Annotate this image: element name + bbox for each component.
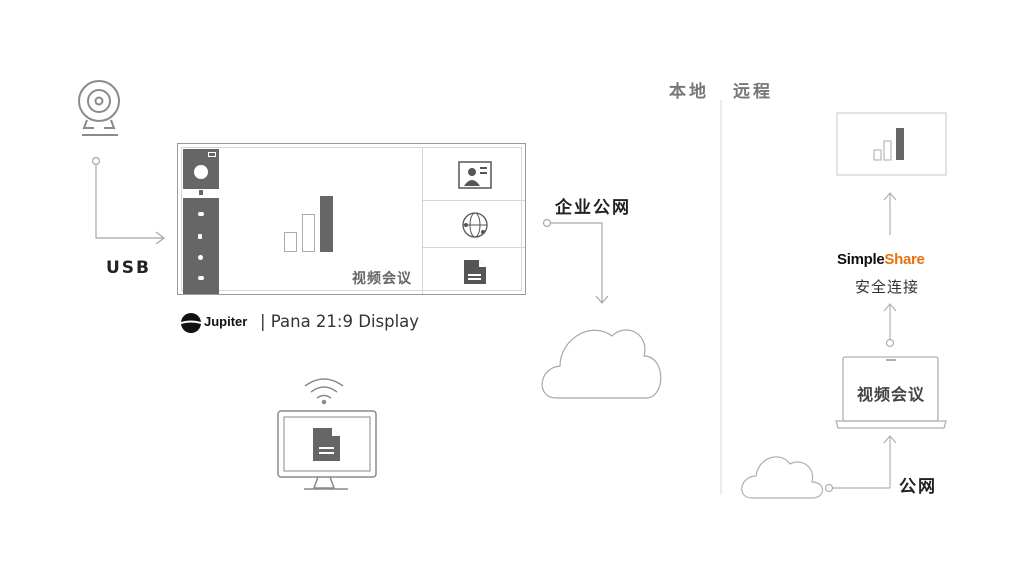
contact-card-icon [458,161,492,189]
display-screen [181,147,525,294]
sidebar-item-icon [198,255,203,260]
local-label: 本地 [669,82,709,102]
jupiter-logo-icon [181,313,201,333]
globe-icon [462,212,488,238]
usb-label: USB [106,258,152,278]
remote-label: 远程 [733,82,773,102]
monitor-icon [277,410,377,490]
laptop-video-conference-label: 视频会议 [857,385,926,404]
simpleshare-suffix: Share [884,251,925,268]
video-conference-label: 视频会议 [352,271,412,287]
laptop-icon [835,356,947,429]
simpleshare-prefix: Simple [837,251,885,268]
home-icon [199,190,203,195]
sidebar-item-icon [198,234,202,239]
signal-bars-icon [873,128,904,161]
sidebar-header [183,149,219,189]
pana-display [177,143,526,295]
enterprise-network-label: 企业公网 [555,198,631,218]
panel-divider [422,200,525,201]
secure-connection-label: 安全连接 [855,278,920,296]
sidebar-item-icon [198,276,204,280]
cloud-icon [541,329,662,399]
jupiter-brand: Jupiter [204,314,248,329]
window-control-icon [208,152,216,157]
product-caption: | Pana 21:9 Display [260,312,420,331]
webcam-icon [78,80,120,136]
simpleshare-logo: SimpleShare [837,251,925,268]
document-icon [464,260,486,284]
document-icon-monitor [313,428,340,461]
avatar [194,165,208,179]
panel-divider [422,148,423,294]
cloud-icon-remote [741,456,824,499]
wifi-icon [304,378,344,405]
sidebar-menu [183,198,219,294]
sidebar-item-icon [198,212,204,216]
signal-bars-icon [284,196,334,252]
public-network-label: 公网 [899,477,937,497]
panel-divider [422,247,525,248]
